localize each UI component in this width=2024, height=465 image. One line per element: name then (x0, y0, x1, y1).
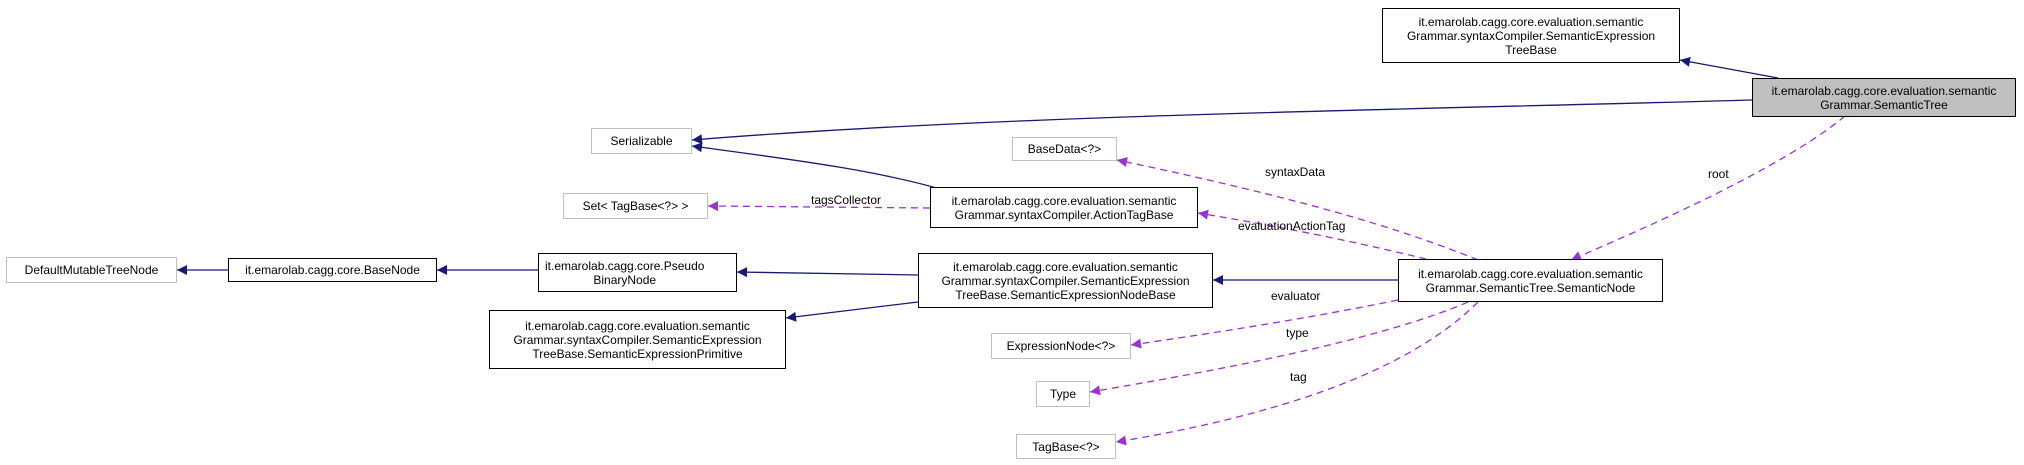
edge-expressionnodebase-to-pseudobinarynode (736, 267, 919, 278)
set-tag-base-node[interactable]: Set< TagBase<?> > (563, 193, 708, 219)
edge-expressionnodebase-to-expressionprimitive (785, 301, 919, 322)
semantic-tree-node[interactable]: it.emarolab.cagg.core.evaluation.semanti… (1752, 78, 2016, 117)
edge-semanticnode-evaluator (1130, 299, 1399, 349)
semantic-expression-node-base-node[interactable]: it.emarolab.cagg.core.evaluation.semanti… (918, 253, 1213, 308)
edge-label-evaluation-action-tag: evaluationActionTag (1238, 219, 1346, 233)
default-mutable-tree-node[interactable]: DefaultMutableTreeNode (6, 257, 177, 283)
edge-semanticnode-evaluationactiontag (1197, 209, 1439, 263)
edge-semanticnode-type (1089, 301, 1469, 396)
semantic-node-node[interactable]: it.emarolab.cagg.core.evaluation.semanti… (1398, 259, 1663, 302)
edge-semantictree-root (1570, 115, 1846, 261)
edge-semantictree-to-serializable (691, 99, 1753, 145)
semantic-expression-tree-base-node[interactable]: it.emarolab.cagg.core.evaluation.semanti… (1382, 8, 1680, 63)
edge-label-tag: tag (1290, 370, 1307, 384)
edge-actiontagbase-to-serializable (691, 142, 951, 193)
edge-semantictree-to-expressiontreebase (1679, 56, 1779, 79)
semantic-expression-primitive-node[interactable]: it.emarolab.cagg.core.evaluation.semanti… (489, 310, 786, 369)
edge-actiontagbase-tagscollector (707, 201, 931, 212)
edge-label-type: type (1286, 326, 1309, 340)
base-node[interactable]: it.emarolab.cagg.core.BaseNode (228, 258, 437, 282)
pseudo-binary-node[interactable]: it.emarolab.cagg.core.Pseudo BinaryNode (538, 253, 737, 292)
edge-label-syntax-data: syntaxData (1265, 165, 1326, 179)
serializable-node[interactable]: Serializable (591, 128, 692, 154)
edge-label-tags-collector: tagsCollector (811, 193, 882, 207)
edge-label-evaluator: evaluator (1271, 289, 1321, 303)
edge-label-root: root (1708, 167, 1729, 181)
edge-semanticnode-syntaxdata (1116, 157, 1479, 261)
action-tag-base-node[interactable]: it.emarolab.cagg.core.evaluation.semanti… (930, 187, 1198, 228)
expression-node-node[interactable]: ExpressionNode<?> (991, 333, 1131, 359)
base-data-node[interactable]: BaseData<?> (1012, 137, 1117, 161)
type-node[interactable]: Type (1036, 381, 1090, 407)
edge-semanticnode-tag (1115, 301, 1479, 446)
tag-base-node[interactable]: TagBase<?> (1016, 434, 1116, 459)
